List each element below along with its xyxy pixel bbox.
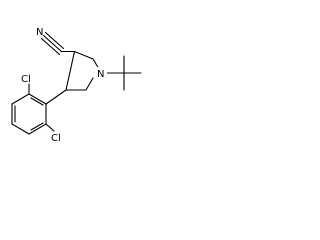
chemical-structure-diagram: N N Cl Cl — [11, 27, 142, 144]
ring-n-label: N — [97, 69, 104, 80]
cl-bottom-bond — [45, 123, 55, 132]
pyrrolidine-ring — [65, 50, 100, 91]
cl-bottom-label: Cl — [51, 133, 61, 144]
tert-butyl-group — [106, 55, 142, 91]
cl-top-label: Cl — [21, 74, 31, 85]
nitrile-group — [40, 31, 76, 56]
c4-aryl-bond — [45, 89, 67, 105]
dichlorophenyl-ring — [11, 93, 47, 135]
nitrile-n-label: N — [36, 27, 43, 38]
